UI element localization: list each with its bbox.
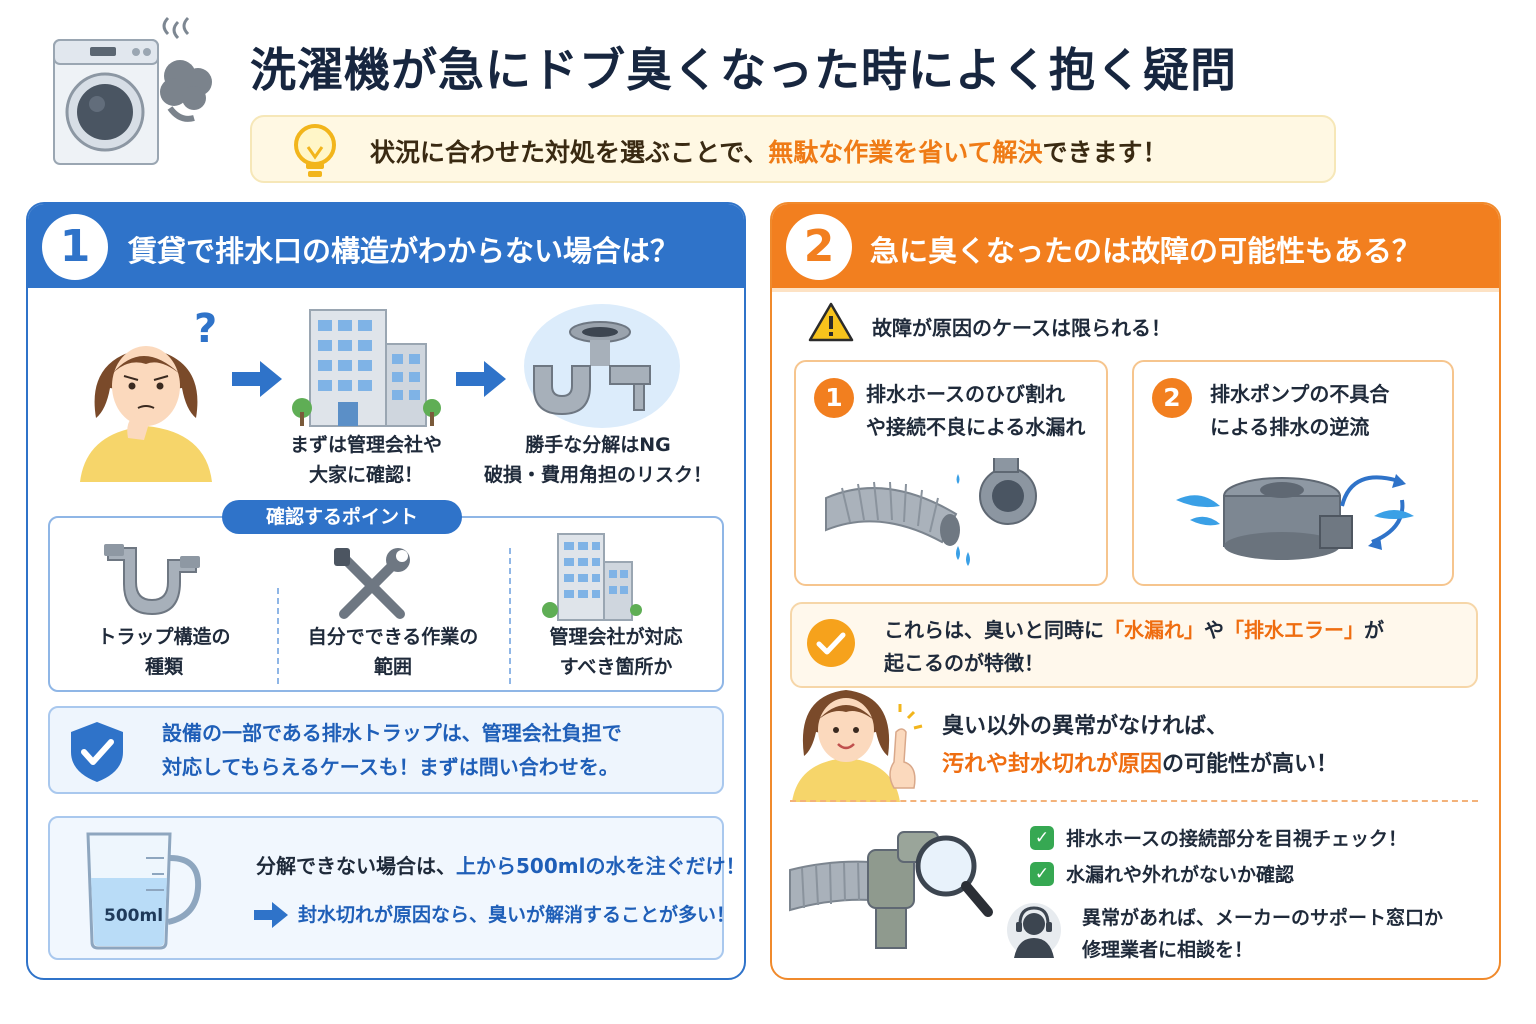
cause-number: 1 xyxy=(814,378,854,418)
feature-text: これらは、臭いと同時に「水漏れ」や「排水エラー」が 起こるのが特徴！ xyxy=(884,618,1384,675)
drain-pump-icon xyxy=(1170,456,1430,570)
building-icon xyxy=(542,530,642,626)
subtitle-highlight: 無駄な作業を省いて解決 xyxy=(768,138,1043,167)
cause-card: 1 排水ホースのひび割れや接続不良による水漏れ xyxy=(794,360,1108,586)
rental-panel-header: 1 賃貸で排水口の構造がわからない場合は？ xyxy=(28,204,744,288)
cup-label: 500ml xyxy=(104,906,164,926)
support-operator-icon xyxy=(1006,900,1062,964)
warning-text: 故障が原因のケースは限られる！ xyxy=(872,316,1171,340)
svg-text:?: ? xyxy=(194,308,217,352)
building-icon xyxy=(292,304,442,428)
feature-box: これらは、臭いと同時に「水漏れ」や「排水エラー」が 起こるのが特徴！ xyxy=(790,602,1478,688)
hose-inspection-icon xyxy=(788,810,998,964)
point-item: 自分でできる作業の範囲 xyxy=(307,626,479,678)
worried-woman-icon: ? xyxy=(76,306,226,482)
drain-trap-icon xyxy=(522,302,682,430)
subtitle-banner: 状況に合わせた対処を選ぶことで、無駄な作業を省いて解決できます！ xyxy=(250,115,1336,183)
check-icon: ✓ xyxy=(1030,862,1054,886)
point-item: 管理会社が対応すべき箇所か xyxy=(549,626,683,678)
check-icon: ✓ xyxy=(1030,826,1054,850)
pour-water-tip: 500ml 分解できない場合は、上から500mlの水を注ぐだけ！ 封水切れが原因… xyxy=(48,816,744,960)
subtitle-text: 状況に合わせた対処を選ぶことで、無駄な作業を省いて解決できます！ xyxy=(370,138,1168,167)
rental-panel: 1 賃貸で排水口の構造がわからない場合は？ ? xyxy=(26,202,746,980)
arrow-right-icon xyxy=(254,902,288,932)
cause-number: 2 xyxy=(1152,378,1192,418)
arrow-right-icon xyxy=(456,361,506,401)
washing-machine-icon xyxy=(50,16,220,172)
arrow-right-icon xyxy=(232,361,282,401)
rental-panel-title: 賃貸で排水口の構造がわからない場合は？ xyxy=(128,234,680,268)
cause-card: 2 排水ポンプの不具合による排水の逆流 xyxy=(1132,360,1454,586)
check-item: 排水ホースの接続部分を目視チェック！ xyxy=(1066,828,1408,850)
water-tip-line2: 封水切れが原因なら、臭いが解消することが多い！ xyxy=(298,904,736,926)
malfunction-panel-title: 急に臭くなったのは故障の可能性もある？ xyxy=(870,234,1422,268)
measuring-cup-icon xyxy=(76,828,206,956)
trap-pipe-icon xyxy=(104,540,200,624)
cause-text: 排水ホースのひび割れや接続不良による水漏れ xyxy=(866,382,1086,439)
check-item: 水漏れや外れがないか確認 xyxy=(1066,864,1295,886)
page-title: 洗濯機が急にドブ臭くなった時によく抱く疑問 xyxy=(250,43,1237,97)
point-item: トラップ構造の種類 xyxy=(97,626,231,678)
section-number: 2 xyxy=(786,214,852,280)
water-tip-line1: 分解できない場合は、上から500mlの水を注ぐだけ！ xyxy=(256,854,746,878)
pointing-woman-icon xyxy=(790,684,930,806)
tools-icon xyxy=(332,548,412,628)
cracked-hose-icon xyxy=(822,455,1062,582)
step-caption-contact: まずは管理会社や大家に確認！ xyxy=(289,434,442,486)
management-notice: 設備の一部である排水トラップは、管理会社負担で対応してもらえるケースも！まずは問… xyxy=(48,706,724,794)
check-points-box: トラップ構造の種類 自分でできる作業の範囲 管理会社が対応すべき箇所か xyxy=(48,516,724,692)
cause-text: 排水ポンプの不具合による排水の逆流 xyxy=(1210,382,1390,439)
support-text: 異常があれば、メーカーのサポート窓口か修理業者に相談を！ xyxy=(1082,907,1444,961)
shield-check-icon xyxy=(68,720,126,788)
malfunction-panel: 2 急に臭くなったのは故障の可能性もある？ 故障が原因のケースは限られる！ 1 … xyxy=(770,202,1501,980)
lightbulb-icon xyxy=(288,121,342,181)
advice-text: 臭い以外の異常がなければ、 汚れや封水切れが原因の可能性が高い！ xyxy=(942,714,1339,777)
malfunction-panel-header: 2 急に臭くなったのは故障の可能性もある？ xyxy=(772,204,1499,288)
notice-text: 設備の一部である排水トラップは、管理会社負担で対応してもらえるケースも！まずは問… xyxy=(162,721,622,779)
section-number: 1 xyxy=(42,214,108,280)
check-points-label: 確認するポイント xyxy=(222,500,462,534)
check-circle-icon xyxy=(806,618,856,672)
warning-icon xyxy=(808,302,854,346)
